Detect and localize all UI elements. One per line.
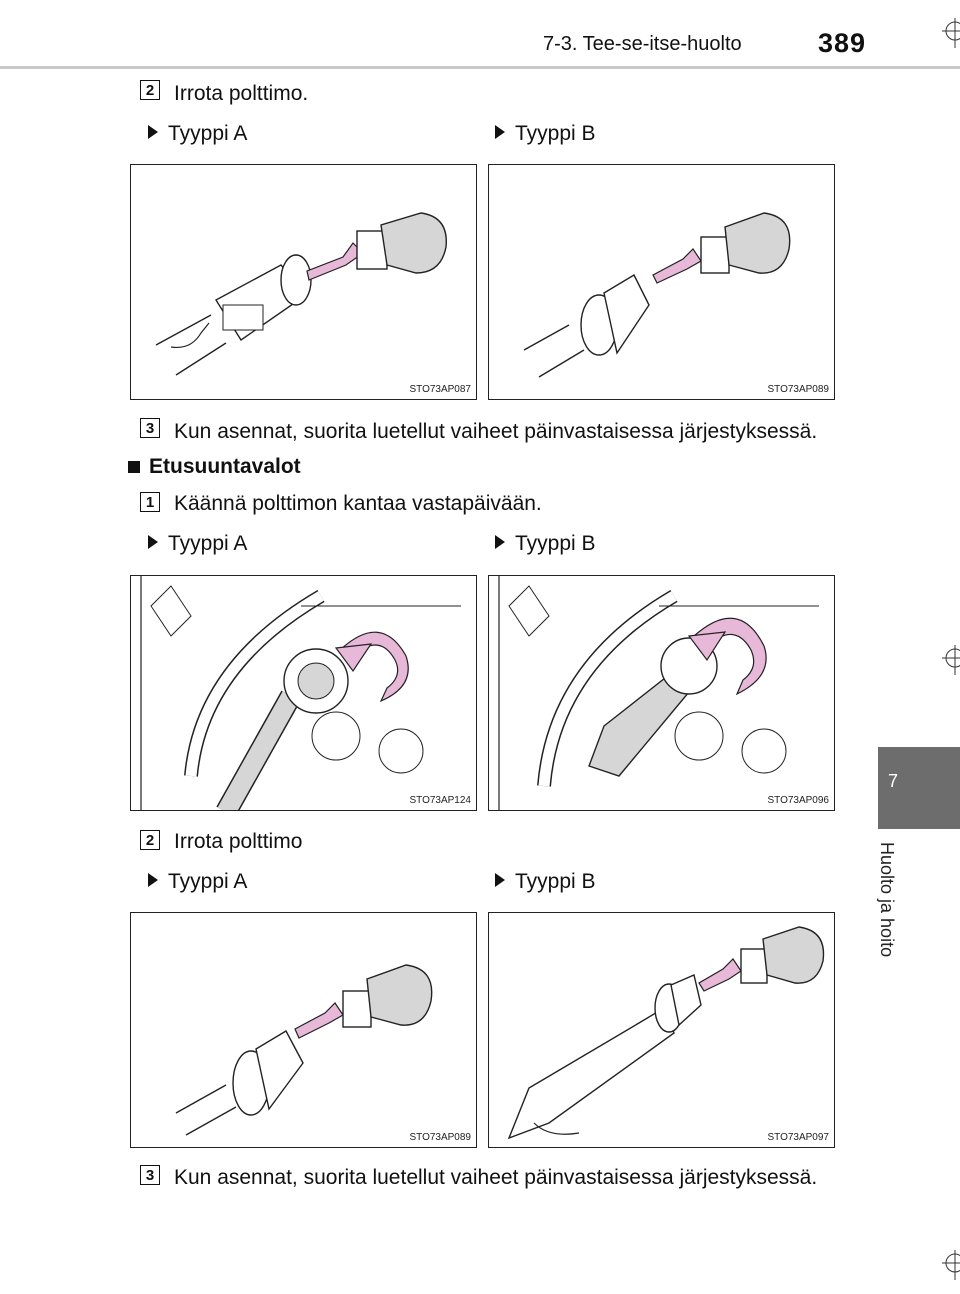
- figure-code: STO73AP097: [767, 1132, 829, 1143]
- figure-code: STO73AP089: [409, 1132, 471, 1143]
- type-a-label: Tyyppi A: [148, 870, 247, 894]
- step-text: Irrota polttimo.: [174, 82, 309, 105]
- section-heading: Etusuuntavalot: [128, 455, 301, 479]
- type-a-label: Tyyppi A: [148, 532, 247, 556]
- page-number: 389: [818, 28, 867, 58]
- figure-code: STO73AP087: [409, 384, 471, 395]
- registration-mark-icon: [942, 18, 960, 48]
- step-number: 3: [140, 418, 160, 438]
- type-b-label: Tyyppi B: [495, 870, 596, 894]
- step-number: 3: [140, 1165, 160, 1185]
- chapter-title: Huolto ja hoito: [877, 842, 897, 958]
- type-b-label: Tyyppi B: [495, 532, 596, 556]
- figure-bulb-type-a: STO73AP087: [130, 164, 477, 400]
- step-number: 1: [140, 492, 160, 512]
- figure-bulb-removal-type-b: STO73AP097: [488, 912, 835, 1148]
- figure-bulb-removal-type-a: STO73AP089: [130, 912, 477, 1148]
- chapter-number: 7: [887, 771, 898, 791]
- section-title: 7-3. Tee-se-itse-huolto: [543, 33, 742, 55]
- figure-code: STO73AP096: [767, 795, 829, 806]
- step-number: 2: [140, 80, 160, 100]
- step-number: 2: [140, 830, 160, 850]
- step-text: Kun asennat, suorita luetellut vaiheet p…: [174, 420, 818, 443]
- step-text: Irrota polttimo: [174, 830, 303, 853]
- figure-socket-turn-type-b: STO73AP096: [488, 575, 835, 811]
- chapter-tab: [878, 747, 960, 829]
- figure-bulb-type-b: STO73AP089: [488, 164, 835, 400]
- type-a-label: Tyyppi A: [148, 122, 247, 146]
- type-b-label: Tyyppi B: [495, 122, 596, 146]
- figure-code: STO73AP124: [409, 795, 471, 806]
- registration-mark-icon: [942, 1250, 960, 1280]
- step-text: Käännä polttimon kantaa vastapäivään.: [174, 492, 542, 515]
- header-rule: [0, 66, 960, 69]
- registration-mark-icon: [942, 645, 960, 675]
- step-text: Kun asennat, suorita luetellut vaiheet p…: [174, 1166, 818, 1189]
- figure-code: STO73AP089: [767, 384, 829, 395]
- figure-socket-turn-type-a: STO73AP124: [130, 575, 477, 811]
